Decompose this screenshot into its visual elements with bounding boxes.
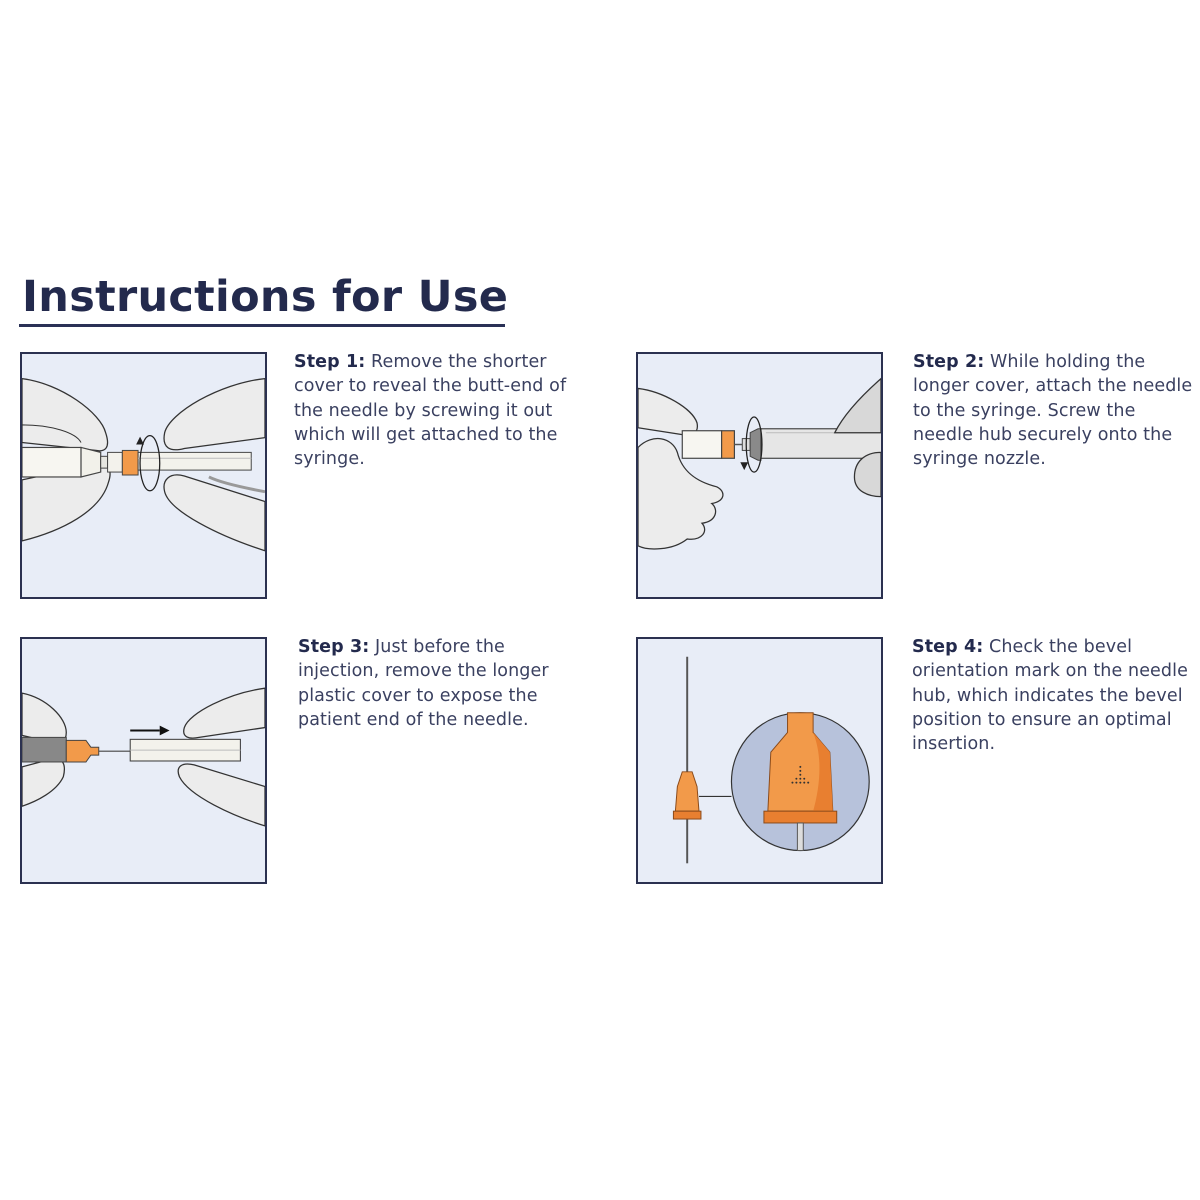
unscrew-short-cover-icon [22,377,265,552]
step-4-text: Step 4: Check the bevel orientation mark… [912,635,1197,756]
step-3-description: Just before the injection, remove the lo… [298,637,549,730]
step-3-illustration [20,637,267,884]
bevel-orientation-mark-icon [672,656,870,864]
step-4-label: Step 4: [912,637,984,657]
step-1-text: Step 1: Remove the shorter cover to reve… [294,350,594,471]
step-3-text: Step 3: Just before the injection, remov… [298,635,588,732]
step-2-label: Step 2: [913,352,985,372]
title-underline [19,324,505,327]
step-2-text: Step 2: While holding the longer cover, … [913,350,1198,471]
step-1-illustration [20,352,267,599]
attach-needle-to-syringe-icon [638,377,881,550]
step-2-illustration [636,352,883,599]
step-4-illustration [636,637,883,884]
page-title: Instructions for Use [22,272,509,322]
step-3-label: Step 3: [298,637,370,657]
step-1-label: Step 1: [294,352,366,372]
step-2-description: While holding the longer cover, attach t… [913,352,1193,470]
step-4-description: Check the bevel orientation mark on the … [912,637,1188,755]
step-1-description: Remove the shorter cover to reveal the b… [294,352,567,470]
remove-long-cover-icon [22,687,265,827]
